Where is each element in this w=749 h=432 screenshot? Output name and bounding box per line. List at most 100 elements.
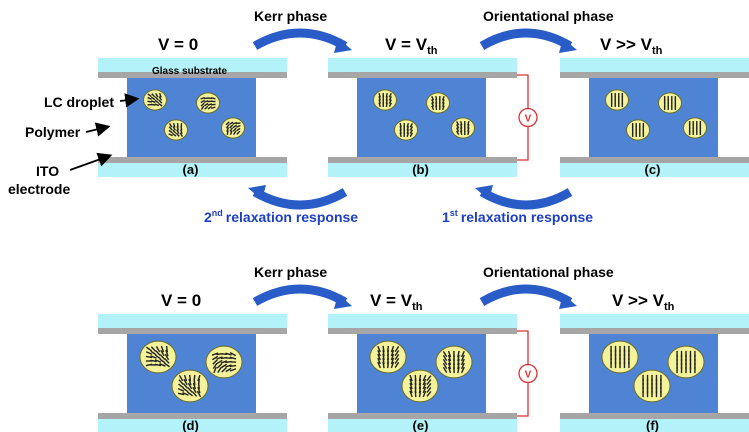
ito-electrode-bottom (560, 413, 749, 419)
lc-droplet (683, 117, 707, 139)
ito-electrode-bottom (328, 413, 517, 419)
panel-label: (d) (182, 418, 199, 432)
ito-electrode-bottom (98, 413, 287, 419)
lc-droplet (401, 369, 439, 403)
voltage-source-circuit: V (517, 74, 538, 161)
lc-droplet (626, 119, 650, 141)
glass-substrate-top (98, 58, 287, 72)
glass-substrate-bottom (560, 163, 749, 177)
glass-substrate-bottom (98, 163, 287, 177)
voltage-label-b: V = Vth (385, 35, 438, 57)
panel-label: (e) (413, 418, 429, 432)
orientational-arrow-top (479, 28, 573, 50)
lc-droplet (139, 340, 177, 374)
svg-text:V: V (525, 114, 532, 125)
panel-label: (c) (645, 162, 661, 177)
voltage-label-e: V = Vth (370, 291, 423, 313)
lc-droplet (369, 340, 407, 374)
polymer-layer (589, 78, 718, 157)
ito-electrode-bottom (328, 157, 517, 163)
voltage-source-icon (518, 107, 538, 128)
kerr-arrowhead-top (334, 38, 352, 53)
kerr-arrowhead-bottom (334, 294, 352, 309)
orientational-arrowhead-top (559, 38, 577, 53)
polymer-layer (127, 78, 256, 157)
lc-droplet (164, 119, 188, 141)
lc-droplet (658, 92, 682, 114)
glass-substrate-bottom (328, 419, 517, 432)
relax2-arrow (252, 188, 348, 210)
pdlc-cell: (a) (98, 58, 287, 177)
lc-droplet (605, 89, 629, 111)
lc-droplet (394, 119, 418, 141)
lc-droplet (451, 117, 475, 139)
orientational-arrowhead-bottom (559, 294, 577, 309)
ito-electrode-top (560, 328, 749, 334)
lc-droplet-label: LC droplet (44, 94, 114, 110)
voltage-source-icon (518, 363, 538, 384)
ito-electrode-top (560, 72, 749, 78)
lc-droplet (171, 369, 209, 403)
lc-droplet (221, 117, 245, 139)
svg-text:V: V (525, 370, 532, 381)
kerr-phase-label-top: Kerr phase (254, 8, 327, 24)
glass-substrate-bottom (560, 419, 749, 432)
voltage-label-d: V = 0 (161, 291, 201, 310)
lc-droplet (373, 89, 397, 111)
glass-substrate-top (560, 58, 749, 72)
orientational-phase-label-top: Orientational phase (483, 8, 614, 24)
ito-electrode-bottom (560, 157, 749, 163)
polymer-pointer (85, 122, 111, 137)
lc-droplet (426, 92, 450, 114)
ito-electrode-bottom (98, 157, 287, 163)
glass-substrate-bottom (328, 163, 517, 177)
orientational-phase-label-bottom: Orientational phase (483, 264, 614, 280)
polymer-layer (357, 78, 486, 157)
lc-droplet (196, 92, 220, 114)
relax1-arrow (479, 188, 573, 210)
lc-droplet (435, 345, 473, 379)
voltage-label-c: V >> Vth (600, 35, 663, 57)
voltage-source-circuit: V (517, 330, 538, 417)
pdlc-cell: (f)V (560, 314, 749, 432)
orientational-arrow-bottom (479, 284, 573, 306)
lc-droplet (205, 345, 243, 379)
pdlc-cell: (b) V (328, 58, 538, 177)
ito-electrode-top (328, 72, 517, 78)
pdlc-cell: (d) (98, 314, 287, 432)
polymer-label: Polymer (25, 124, 81, 140)
lc-droplet (633, 369, 671, 403)
lc-droplet (143, 89, 167, 111)
glass-substrate-top (328, 314, 517, 328)
lc-droplet (667, 345, 705, 379)
bottom-row-cells: (d) (e) V (f)V (98, 314, 749, 432)
kerr-arrow-top (252, 28, 348, 50)
glass-substrate-label: Glass substrate (152, 66, 227, 77)
ito-electrode-top (98, 72, 287, 78)
ito-electrode-top (328, 328, 517, 334)
glass-substrate-top (560, 314, 749, 328)
panel-label: (b) (412, 162, 429, 177)
glass-substrate-top (98, 314, 287, 328)
lc-droplet-pointer (119, 93, 140, 108)
kerr-arrow-bottom (252, 284, 348, 306)
panel-label: (a) (183, 162, 199, 177)
pdlc-cell: (c)V (560, 58, 749, 177)
pdlc-cell: (e) V (328, 314, 538, 432)
voltage-label-f: V >> Vth (612, 291, 675, 313)
glass-substrate-top (328, 58, 517, 72)
relax1-arrowhead (475, 185, 493, 200)
ito-label-line1: ITO (36, 163, 59, 179)
ito-label-line2: electrode (8, 181, 70, 197)
voltage-label-a: V = 0 (158, 35, 198, 54)
lc-droplet (601, 340, 639, 374)
kerr-phase-label-bottom: Kerr phase (254, 264, 327, 280)
top-row-cells: (a) (b) V (c)V (98, 58, 749, 177)
ito-electrode-top (98, 328, 287, 334)
ito-pointer (69, 152, 113, 171)
relax2-arrowhead (248, 185, 266, 200)
glass-substrate-bottom (98, 419, 287, 432)
